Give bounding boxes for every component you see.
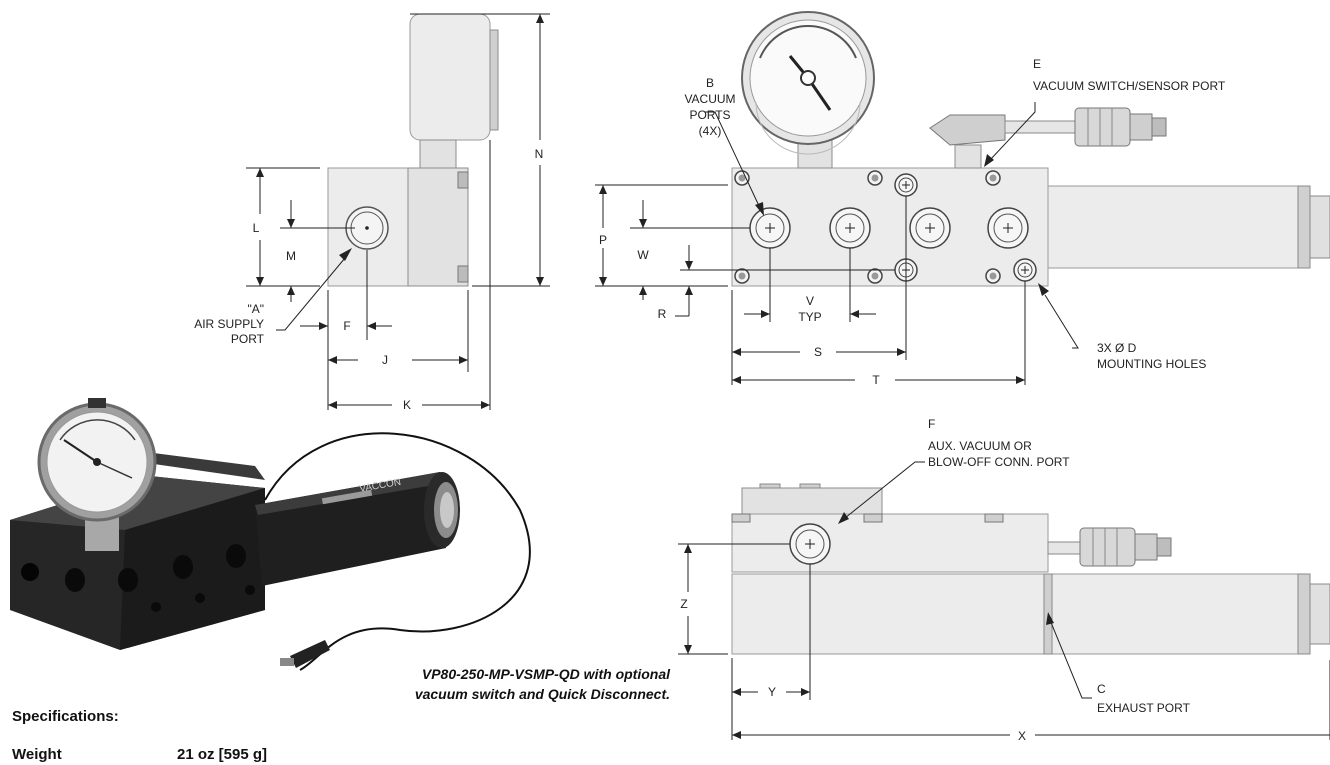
spec-weight-value: 21 oz [595 g] (177, 746, 268, 763)
dim-label-S: S (814, 345, 822, 359)
dim-label-L: L (253, 221, 260, 235)
dim-label-typ: TYP (798, 310, 821, 324)
dim-label-F-side: F (343, 319, 350, 333)
dim-label-X: X (1018, 729, 1026, 743)
dim-label-Z: Z (680, 597, 687, 611)
dim-label-K: K (403, 398, 411, 412)
vacuum-switch-body (929, 114, 1006, 146)
callout-E-text: VACUUM SWITCH/SENSOR PORT (1033, 79, 1226, 93)
caption-line1: VP80-250-MP-VSMP-QD with optional (421, 666, 670, 682)
top-view (731, 11, 1330, 287)
front-manifold-block (731, 513, 1049, 573)
side-view (327, 13, 499, 287)
specifications-heading: Specifications: (12, 708, 119, 725)
front-view (731, 483, 1330, 655)
holes-callout-line2: MOUNTING HOLES (1097, 357, 1206, 371)
top-dimensions (595, 102, 1079, 385)
callout-C-text: EXHAUST PORT (1097, 701, 1191, 715)
dim-label-J: J (382, 353, 388, 367)
dim-label-V: V (806, 294, 814, 308)
dim-label-M: M (286, 249, 296, 263)
callout-E: E (1033, 57, 1041, 71)
air-supply-label-a: "A" (247, 302, 264, 316)
callout-C: C (1097, 682, 1106, 696)
dim-label-Y: Y (768, 685, 776, 699)
spec-weight-label: Weight (12, 746, 62, 763)
dim-label-P: P (599, 233, 607, 247)
callout-F-line2: BLOW-OFF CONN. PORT (928, 455, 1070, 469)
photo-caption: VP80-250-MP-VSMP-QD with optional vacuum… (370, 664, 670, 704)
front-quick-disconnect (1079, 527, 1136, 567)
dim-label-N: N (535, 147, 544, 161)
front-top-cap (741, 487, 883, 515)
spec-row-weight: Weight 21 oz [595 g] (12, 746, 267, 763)
callout-B-line1: VACUUM (684, 92, 735, 106)
top-pump-cylinder (1047, 185, 1299, 269)
front-pump-cylinder (1047, 573, 1299, 655)
dim-label-R: R (658, 307, 667, 321)
callout-F-line1: AUX. VACUUM OR (928, 439, 1032, 453)
front-dimensions (678, 461, 1330, 740)
dim-label-T: T (872, 373, 880, 387)
callout-B: B (706, 76, 714, 90)
air-supply-label-line1: AIR SUPPLY (194, 317, 264, 331)
air-supply-label-line2: PORT (231, 332, 265, 346)
callout-B-line2: PORTS (689, 108, 730, 122)
side-gauge-housing (409, 13, 491, 141)
side-gauge-stem (419, 139, 457, 169)
callout-B-line3: (4X) (699, 124, 722, 138)
front-pump-body (731, 573, 1049, 655)
quick-disconnect (1074, 107, 1131, 147)
caption-line2: vacuum switch and Quick Disconnect. (414, 686, 670, 702)
dim-label-W: W (637, 248, 649, 262)
product-photo: VACCON (10, 398, 531, 671)
callout-F: F (928, 417, 935, 431)
holes-callout-line1: 3X Ø D (1097, 341, 1137, 355)
side-dimensions (246, 13, 550, 410)
